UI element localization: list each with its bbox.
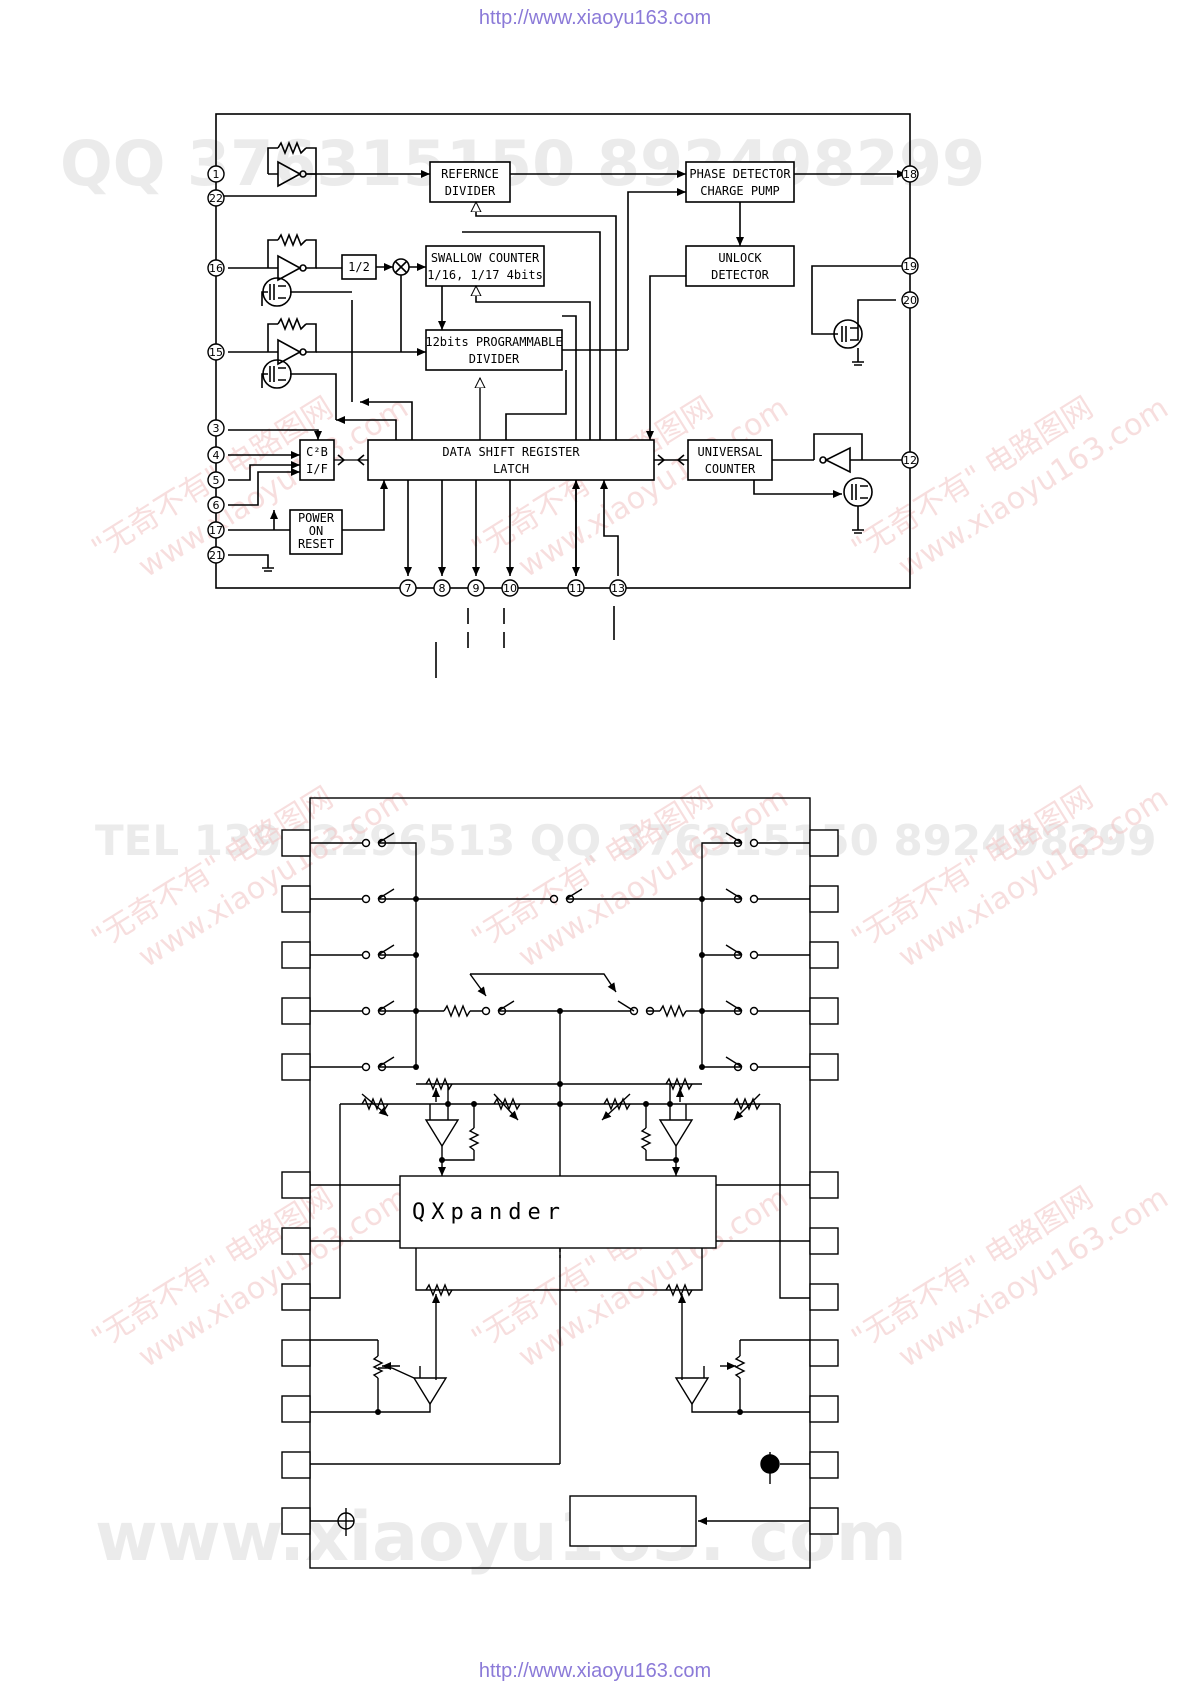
watermark-bottom: www.xiaoyu163. com	[95, 1498, 907, 1577]
ref-divider-line1: REFERNCE	[441, 167, 499, 181]
pin-18	[901, 165, 919, 183]
pll-block-diagram	[207, 113, 919, 678]
power-on-reset-line1: POWER	[298, 511, 335, 525]
pin-1	[207, 165, 225, 183]
unlock-detector-block	[685, 245, 795, 287]
shift-register-line2: LATCH	[493, 462, 529, 476]
pin-label-11: 11	[569, 582, 583, 595]
pin-15	[207, 343, 225, 361]
pll-labels: REFERNCE DIVIDER PHASE DETECTOR CHARGE P…	[209, 167, 917, 595]
pin-22	[207, 189, 225, 207]
pin-9	[467, 579, 485, 597]
opamp-right-lower	[674, 1377, 710, 1406]
pin-label-18: 18	[903, 168, 917, 181]
power-on-reset-line2: ON	[309, 524, 323, 538]
fet-transistor-12	[843, 477, 873, 507]
pin-label-1: 1	[213, 168, 220, 181]
pin-label-21: 21	[209, 549, 223, 562]
pin-label-13: 13	[611, 582, 625, 595]
pin-21	[207, 546, 225, 564]
c2b-line2: I/F	[306, 462, 328, 476]
pin-label-19: 19	[903, 260, 917, 273]
pin-label-12: 12	[903, 454, 917, 467]
pin-19	[901, 257, 919, 275]
pin-7	[399, 579, 417, 597]
half-divider-label: 1/2	[348, 260, 370, 274]
pin-4	[207, 446, 225, 464]
opamp-right-upper	[658, 1119, 694, 1148]
pin-20	[901, 291, 919, 309]
pin-label-10: 10	[503, 582, 517, 595]
watermark-tel: TEL 13942296513 QQ 376315150 892498299	[95, 816, 1156, 865]
pin-label-9: 9	[473, 582, 480, 595]
phase-detector-line2: CHARGE PUMP	[700, 184, 779, 198]
opamp-left-upper	[424, 1119, 460, 1148]
pin-12	[901, 451, 919, 469]
pin-label-5: 5	[213, 474, 220, 487]
pin-label-8: 8	[439, 582, 446, 595]
half-divider-block	[341, 254, 377, 280]
prog-divider-line2: DIVIDER	[469, 352, 520, 366]
pin-13	[609, 579, 627, 597]
pin-16	[207, 259, 225, 277]
footer-url[interactable]: http://www.xiaoyu163.com	[478, 1660, 712, 1682]
swallow-counter-line1: SWALLOW COUNTER	[431, 251, 540, 265]
c2b-line1: C²B	[306, 445, 328, 459]
pin-17	[207, 521, 225, 539]
pin-label-6: 6	[213, 499, 220, 512]
pin-11	[567, 579, 585, 597]
phase-detector-line1: PHASE DETECTOR	[689, 167, 791, 181]
right-switch-bank	[701, 832, 810, 1072]
qxpander-diagram	[281, 797, 839, 1569]
pin-label-17: 17	[209, 524, 223, 537]
pin-label-4: 4	[213, 449, 220, 462]
pin-label-15: 15	[209, 346, 223, 359]
swallow-counter-block	[425, 245, 545, 287]
prog-divider-line1: 12bits PROGRAMMABLE	[425, 335, 562, 349]
right-pin-tabs	[809, 829, 839, 1535]
opamp-left-lower	[412, 1377, 448, 1406]
reference-divider-block	[429, 161, 511, 203]
pin-label-7: 7	[405, 582, 412, 595]
pin-3	[207, 419, 225, 437]
pin-5	[207, 471, 225, 489]
pin-label-20: 20	[903, 294, 917, 307]
buffer-amp-12	[824, 446, 851, 474]
universal-counter-line2: COUNTER	[705, 462, 756, 476]
buffer-amp-2	[277, 254, 302, 282]
pin-10	[501, 579, 519, 597]
programmable-divider-block	[425, 329, 563, 371]
pin-6	[207, 496, 225, 514]
qxpander-label: QXpander	[412, 1200, 566, 1225]
header-url[interactable]: http://www.xiaoyu163.com	[478, 7, 712, 29]
universal-counter-line1: UNIVERSAL	[697, 445, 762, 459]
universal-counter-block	[687, 439, 773, 481]
shift-register-block	[367, 439, 655, 481]
pin-label-3: 3	[213, 422, 220, 435]
unlock-detector-line2: DETECTOR	[711, 268, 770, 282]
pin-8	[433, 579, 451, 597]
ref-divider-line2: DIVIDER	[445, 184, 496, 198]
qxpander-block	[399, 1175, 717, 1249]
left-switch-bank	[310, 832, 417, 1072]
unlock-detector-line1: UNLOCK	[718, 251, 762, 265]
shift-register-line1: DATA SHIFT REGISTER	[442, 445, 580, 459]
power-on-reset-block	[289, 509, 343, 555]
pin-label-16: 16	[209, 262, 223, 275]
pin-label-22: 22	[209, 192, 223, 205]
left-pin-tabs	[281, 829, 311, 1535]
power-on-reset-line3: RESET	[298, 537, 334, 551]
watermark-layer: QQ 376315150 892498299 TEL 13942296513 Q…	[60, 127, 1175, 1577]
watermark-qq: QQ 376315150 892498299	[60, 127, 985, 200]
swallow-counter-line2: 1/16, 1/17 4bits	[427, 268, 543, 282]
bottom-control-block	[569, 1495, 697, 1547]
